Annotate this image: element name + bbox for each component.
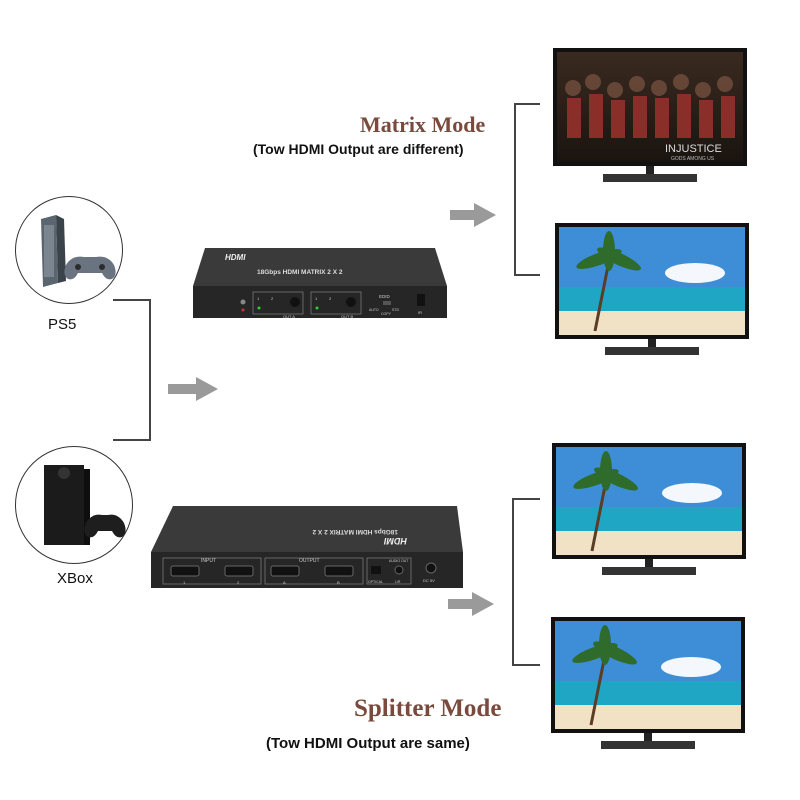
ps5-circle	[15, 196, 123, 304]
svg-text:L/R: L/R	[395, 580, 401, 584]
svg-text:STD: STD	[392, 308, 399, 312]
audio-jack-icon	[394, 565, 404, 575]
back-logo: HDMI	[384, 536, 407, 546]
svg-text:2: 2	[237, 580, 240, 585]
matrix-device-front: HDMI 18Gbps HDMI MATRIX 2 X 2 1 2 OUT A …	[193, 248, 447, 319]
arrow-to-splitter	[448, 592, 494, 616]
source-bracket-line	[113, 299, 151, 441]
matrix-mode-subtitle: (Tow HDMI Output are different)	[253, 141, 464, 157]
tv-splitter-output-1	[552, 443, 746, 575]
tv-matrix-output-1: INJUSTICE GODS AMONG US	[553, 48, 747, 182]
tv-matrix-output-2	[555, 223, 749, 355]
svg-text:B: B	[337, 580, 340, 585]
splitter-output-bracket-line	[512, 498, 540, 666]
svg-text:1: 1	[183, 580, 186, 585]
svg-text:AUDIO OUT: AUDIO OUT	[389, 559, 409, 563]
xbox-label: XBox	[57, 570, 93, 587]
hdmi-in-1-port-icon	[170, 565, 200, 577]
ps5-label: PS5	[48, 316, 77, 333]
svg-text:COPY: COPY	[381, 312, 392, 316]
tv-splitter-output-2	[551, 617, 745, 749]
svg-text:1: 1	[315, 296, 318, 301]
svg-text:2: 2	[271, 296, 274, 301]
splitter-mode-subtitle: (Tow HDMI Output are same)	[266, 735, 470, 752]
dc-power-port-icon	[425, 562, 437, 574]
out-b-button-icon	[346, 297, 356, 307]
svg-text:DC 5V: DC 5V	[423, 578, 435, 583]
optical-port-icon	[371, 566, 381, 574]
xbox-circle	[15, 446, 133, 564]
svg-text:OUT A: OUT A	[283, 314, 295, 319]
out-a-button-icon	[290, 297, 300, 307]
svg-text:2: 2	[329, 296, 332, 301]
ps5-console-icon	[41, 215, 116, 287]
svg-text:A: A	[283, 580, 286, 585]
game-subtitle-text: GODS AMONG US	[671, 156, 715, 162]
back-model: 18Gbps HDMI MATRIX 2 X 2	[312, 528, 398, 535]
svg-text:INPUT: INPUT	[201, 558, 216, 564]
game-title-text: INJUSTICE	[665, 143, 722, 155]
tv-stand	[603, 174, 697, 182]
front-logo: HDMI	[225, 253, 246, 262]
front-model: 18Gbps HDMI MATRIX 2 X 2	[257, 269, 343, 276]
matrix-device-back: 18Gbps HDMI MATRIX 2 X 2 HDMI INPUT 1 2 …	[151, 506, 463, 588]
svg-text:AUTO: AUTO	[369, 308, 379, 312]
hdmi-in-2-port-icon	[224, 565, 254, 577]
svg-text:1: 1	[257, 296, 260, 301]
xbox-console-icon	[44, 465, 126, 545]
ir-receiver-icon	[417, 294, 425, 306]
svg-text:EDID: EDID	[379, 294, 391, 299]
power-led-icon	[240, 299, 246, 305]
hdmi-out-a-port-icon	[270, 565, 300, 577]
matrix-mode-title: Matrix Mode	[360, 112, 486, 137]
svg-text:IR: IR	[418, 310, 422, 315]
svg-text:OPTICAL: OPTICAL	[368, 580, 383, 584]
splitter-mode-title: Splitter Mode	[354, 695, 502, 722]
arrow-to-matrix	[450, 203, 496, 227]
svg-text:OUT B: OUT B	[341, 314, 353, 319]
hdmi-out-b-port-icon	[324, 565, 354, 577]
arrow-source-to-device	[168, 377, 218, 401]
matrix-output-bracket-line	[514, 103, 540, 276]
svg-text:OUTPUT: OUTPUT	[299, 558, 320, 564]
